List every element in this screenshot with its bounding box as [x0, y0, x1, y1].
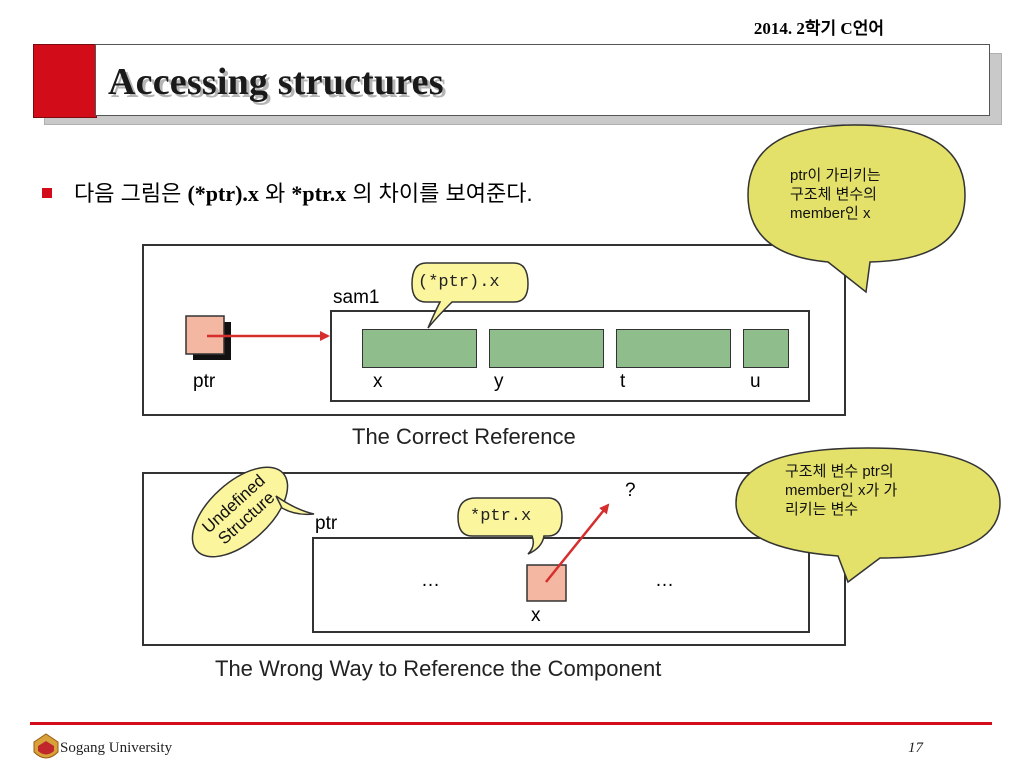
field-u-label: u: [750, 371, 761, 392]
bullet-text: 다음 그림은 (*ptr).x 와 *ptr.x 의 차이를 보여준다.: [74, 176, 533, 208]
bubble-top-line2: 구조체 변수의: [790, 186, 877, 203]
page-number: 17: [908, 740, 923, 756]
caption-wrong: The Wrong Way to Reference the Component: [215, 656, 662, 681]
callout-wrong-text: *ptr.x: [470, 507, 532, 526]
undefined-structure-bubble: [191, 466, 289, 558]
caption-correct: The Correct Reference: [352, 424, 576, 449]
field-x: [362, 329, 477, 368]
member-x-box: [526, 564, 567, 602]
bubble-bottom-line1: 구조체 변수 ptr의: [785, 463, 894, 480]
field-u: [743, 329, 789, 368]
struct-ptr-label: ptr: [315, 513, 338, 534]
slide-title: Accessing structures: [108, 61, 444, 103]
footer-university: Sogang University: [60, 740, 173, 756]
pointer-ptr-label: ptr: [193, 371, 216, 392]
bubble-top-line1: ptr이 가리키는: [790, 167, 881, 184]
bubble-bottom-text: 구조체 변수 ptr의 member인 x가 가 리키는 변수: [785, 462, 897, 519]
bubble-top-text: ptr이 가리키는 구조체 변수의 member인 x: [790, 166, 881, 223]
bullet-prefix: 다음 그림은: [74, 181, 188, 206]
ellipsis-left: …: [421, 570, 440, 591]
bubble-top-line3: member인 x: [790, 205, 871, 222]
callout-correct-bubble: [411, 262, 529, 329]
bullet-expr-wrong: *ptr.x: [291, 181, 347, 206]
title-accent-block: [33, 44, 97, 118]
bullet-suffix: 의 차이를 보여준다.: [346, 181, 533, 206]
field-y-label: y: [494, 371, 504, 392]
undefined-structure-tail: [275, 495, 315, 516]
bullet-square-icon: [42, 188, 52, 198]
footer-divider: [30, 722, 992, 725]
callout-correct-text: (*ptr).x: [418, 273, 500, 292]
field-y: [489, 329, 604, 368]
speech-bubble-top: [747, 124, 966, 294]
wrong-pointer-arrow: [545, 503, 610, 583]
bubble-bottom-line2: member인 x가 가: [785, 482, 898, 499]
ellipsis-right: …: [655, 570, 674, 591]
field-t-label: t: [620, 371, 626, 392]
field-t: [616, 329, 731, 368]
field-x-label: x: [373, 371, 383, 392]
university-logo-inner: [38, 741, 54, 755]
callout-wrong-bubble: [457, 497, 563, 555]
bubble-bottom-line3: 리키는 변수: [785, 501, 859, 518]
question-mark: ?: [625, 480, 636, 501]
speech-bubble-bottom: [735, 447, 1001, 584]
title-box: [95, 44, 990, 116]
member-x-label: x: [531, 605, 541, 626]
struct-sam1-label: sam1: [333, 287, 380, 308]
bullet-expr-correct: (*ptr).x: [187, 181, 259, 206]
bullet-middle: 와: [258, 181, 292, 206]
course-label: 2014. 2학기 C언어: [753, 19, 884, 38]
